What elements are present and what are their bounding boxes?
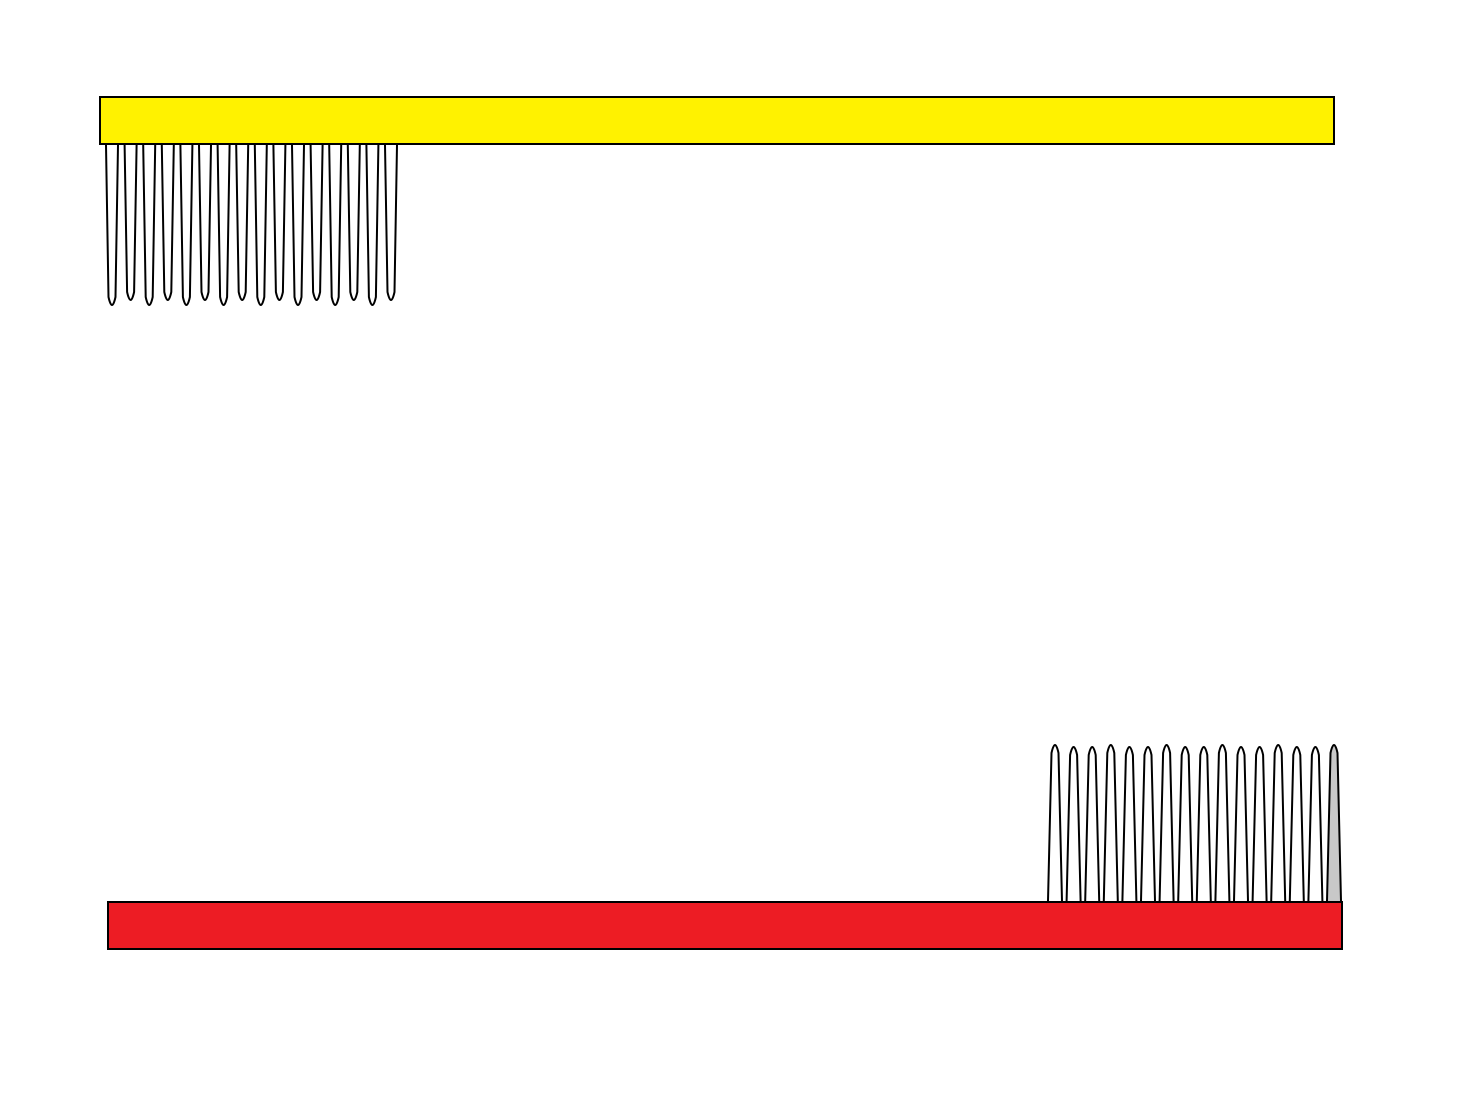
bristle bbox=[309, 144, 324, 301]
bristle bbox=[216, 144, 231, 306]
bristle bbox=[1102, 744, 1119, 902]
red-toothbrush bbox=[107, 744, 1343, 950]
bristle bbox=[1307, 746, 1324, 902]
bristle bbox=[1047, 744, 1063, 902]
bristle bbox=[1288, 746, 1305, 902]
bristle bbox=[1326, 744, 1342, 902]
bristle bbox=[1270, 744, 1287, 902]
red-toothbrush-handle bbox=[107, 901, 1343, 950]
yellow-toothbrush-handle bbox=[99, 96, 1335, 145]
bristle bbox=[253, 144, 268, 306]
bristle bbox=[105, 144, 119, 306]
bristle bbox=[1177, 746, 1194, 902]
yellow-toothbrush-bristles bbox=[105, 144, 398, 306]
bristle bbox=[384, 144, 398, 301]
bristle bbox=[1158, 744, 1175, 902]
bristle bbox=[179, 144, 194, 306]
bristle bbox=[1195, 746, 1212, 902]
bristle bbox=[365, 144, 380, 306]
bristle bbox=[1084, 746, 1101, 902]
bristle bbox=[272, 144, 287, 301]
yellow-toothbrush bbox=[99, 96, 1335, 306]
bristle bbox=[142, 144, 157, 306]
bristle bbox=[198, 144, 212, 301]
bristle bbox=[1121, 746, 1138, 902]
bristle bbox=[1065, 746, 1082, 902]
bristle bbox=[160, 144, 175, 301]
bristle bbox=[291, 144, 305, 306]
red-toothbrush-bristles bbox=[1047, 744, 1342, 902]
bristle bbox=[1214, 744, 1231, 902]
bristle bbox=[1233, 746, 1249, 902]
bristle bbox=[123, 144, 138, 301]
bristle bbox=[235, 144, 250, 301]
bristle bbox=[328, 144, 343, 306]
bristle bbox=[1140, 746, 1156, 902]
bristle bbox=[346, 144, 361, 301]
bristle bbox=[1251, 746, 1268, 902]
